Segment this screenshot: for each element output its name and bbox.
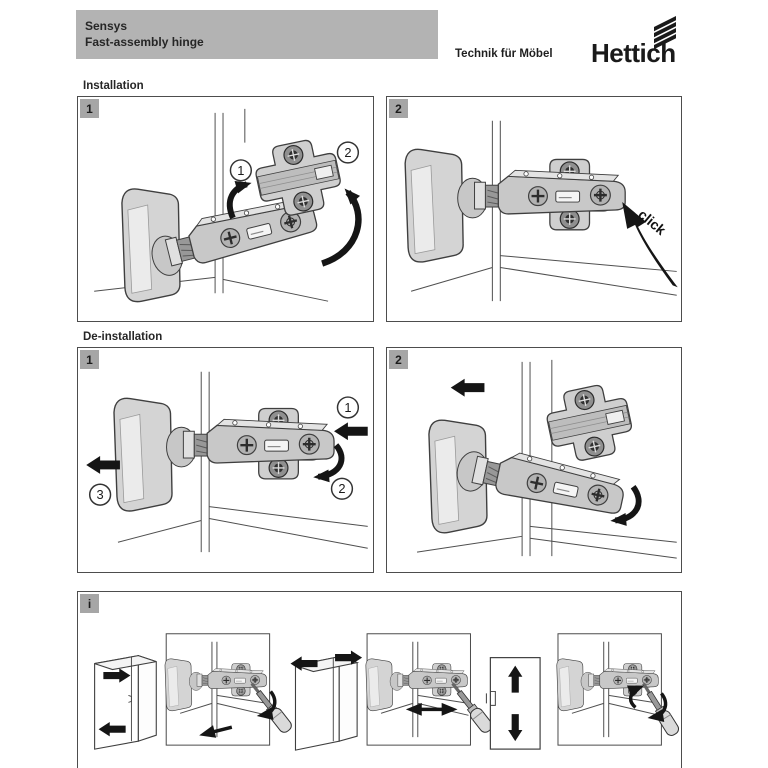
turn-arrow-icon <box>647 692 668 723</box>
height-adjustment-diagram <box>485 633 681 750</box>
unhook-arrow-icon <box>610 484 642 526</box>
push-arrow-icon <box>334 422 368 441</box>
step-callout-1: 1 <box>229 159 253 182</box>
remove-arrow-icon <box>86 456 120 474</box>
installation-step1-panel: 1 1 2 <box>77 96 374 322</box>
cabinet-lines <box>117 371 368 553</box>
click-arrow-icon <box>622 202 678 288</box>
mounted-hinge-illustration <box>114 398 334 511</box>
product-name: Sensys <box>85 19 128 33</box>
info-badge: i <box>80 594 99 613</box>
side-adjustment-diagram <box>94 633 295 750</box>
attach-arrow-icon <box>226 181 252 220</box>
svg-text:3: 3 <box>97 487 104 502</box>
title-bar: Sensys Fast-assembly hinge <box>76 10 438 59</box>
turn-arrow-icon <box>626 685 645 709</box>
svg-text:1: 1 <box>344 400 351 415</box>
step-callout-1: 1 <box>336 396 360 419</box>
brand-tagline: Technik für Möbel <box>455 48 553 60</box>
info-panel: i <box>77 591 682 768</box>
svg-text:2: 2 <box>338 481 345 496</box>
mounted-hinge-illustration <box>405 149 625 262</box>
svg-text:1: 1 <box>237 163 244 178</box>
installation-step2-panel: 2 click <box>386 96 682 322</box>
release-arrow-icon <box>313 443 345 483</box>
step-callout-3: 3 <box>88 483 112 506</box>
brand-name: Hettich <box>591 38 676 66</box>
hettich-logo: Hettich <box>591 16 676 66</box>
depth-adjustment-diagram <box>290 633 495 751</box>
panel-number-badge: 2 <box>389 99 408 118</box>
shelf-arrow-icon <box>199 725 233 738</box>
section-title-deinstallation: De-installation <box>83 331 163 343</box>
panel-number-badge: 1 <box>80 99 99 118</box>
turn-arrow-icon <box>256 690 277 721</box>
logo-stripes-icon <box>654 16 676 50</box>
svg-text:2: 2 <box>344 145 351 160</box>
step-callout-2: 2 <box>330 477 354 500</box>
deinstallation-step2-panel: 2 <box>386 347 682 573</box>
product-subtitle: Fast-assembly hinge <box>85 35 204 49</box>
swing-arrow-icon <box>321 188 362 267</box>
cabinet-lines <box>94 108 329 302</box>
panel-number-badge: 1 <box>80 350 99 369</box>
section-title-installation: Installation <box>83 80 144 92</box>
remove-arrow-icon <box>450 378 485 397</box>
panel-number-badge: 2 <box>389 350 408 369</box>
deinstallation-step1-panel: 1 1 2 3 <box>77 347 374 573</box>
step-callout-2: 2 <box>336 141 360 164</box>
hinge-position-mark <box>485 690 496 706</box>
mounting-plate-illustration <box>541 379 638 467</box>
